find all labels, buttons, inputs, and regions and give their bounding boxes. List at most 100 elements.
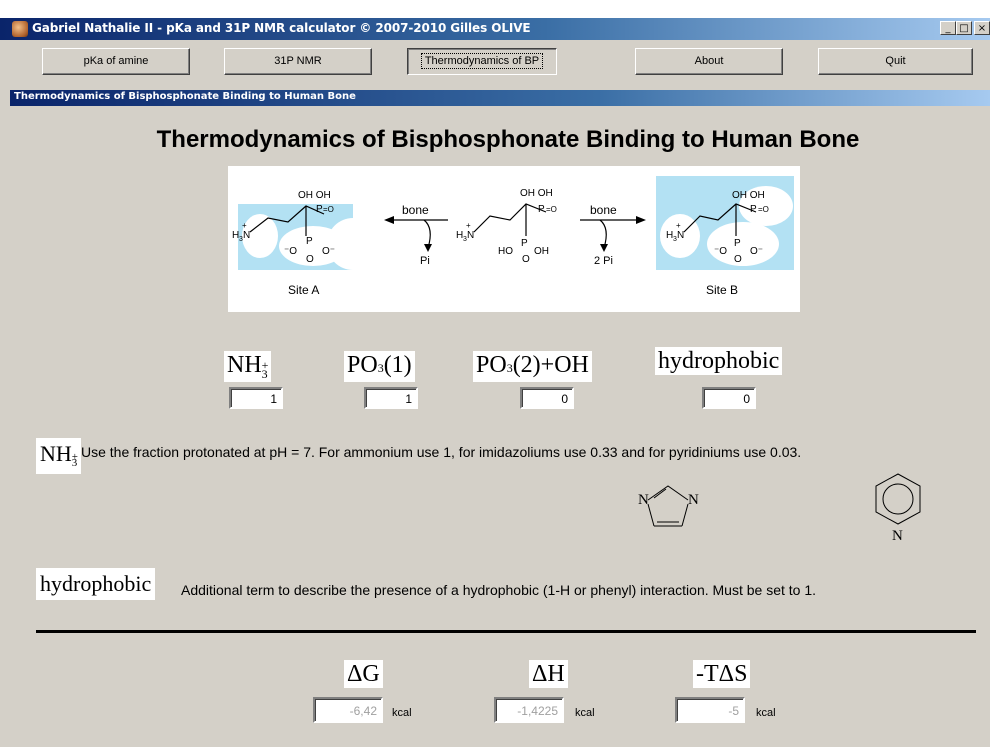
svg-text:=O: =O <box>758 205 769 214</box>
page-title: Thermodynamics of Bisphosphonate Binding… <box>156 126 860 153</box>
about-label: About <box>694 55 724 67</box>
delta-g-label: ΔG <box>344 660 383 688</box>
svg-text:H: H <box>456 230 463 241</box>
divider-line <box>36 630 976 633</box>
delta-h-label: ΔH <box>529 660 568 688</box>
hydrophobic-label: hydrophobic <box>655 347 783 375</box>
about-button[interactable]: About <box>635 48 783 75</box>
nh3-note-box: NH+3 <box>36 438 82 474</box>
svg-text:O: O <box>522 254 530 265</box>
svg-text:3: 3 <box>239 236 243 243</box>
po3-2-label: PO3(2)+OH <box>473 351 592 382</box>
thermodynamics-of-bp-button[interactable]: Thermodynamics of BP <box>407 48 557 75</box>
pi-left-label: Pi <box>420 255 430 267</box>
svg-text:O: O <box>306 254 314 265</box>
bone-right-label: bone <box>590 203 617 217</box>
maximize-button[interactable]: □ <box>956 21 972 35</box>
svg-text:P: P <box>538 204 545 215</box>
po3-2-label-sub: 3 <box>506 361 513 375</box>
site-b-label: Site B <box>706 283 738 297</box>
svg-text:O⁻: O⁻ <box>750 246 763 257</box>
svg-text:⁻O: ⁻O <box>714 246 727 257</box>
nh3-note-charge: + <box>71 451 78 463</box>
tds-label: -TΔS <box>693 660 751 688</box>
svg-text:=O: =O <box>323 205 334 214</box>
svg-text:3: 3 <box>673 236 677 243</box>
po3-1-label-sub: 3 <box>377 361 384 375</box>
pi-right-label: 2 Pi <box>594 255 613 267</box>
po3-1-input[interactable]: 1 <box>364 387 418 409</box>
nav-bar: pKa of amine 31P NMR Thermodynamics of B… <box>0 40 990 88</box>
po3-1-label-suffix: (1) <box>383 352 412 378</box>
po3-2-input[interactable]: 0 <box>520 387 574 409</box>
svg-text:OH OH: OH OH <box>298 190 331 201</box>
title-bar-area: Gabriel Nathalie II - pKa and 31P NMR ca… <box>0 0 990 40</box>
site-a-label: Site A <box>288 283 319 297</box>
imidazole-n1-label: N <box>638 492 649 508</box>
bone-left-label: bone <box>402 203 429 217</box>
svg-text:3: 3 <box>463 236 467 243</box>
nh3-label-text: NH <box>227 352 262 378</box>
svg-text:+: + <box>676 221 681 230</box>
tds-output[interactable]: -5 <box>675 697 745 723</box>
panel-header-text: Thermodynamics of Bisphosphonate Binding… <box>14 91 356 102</box>
svg-text:P: P <box>316 204 323 215</box>
delta-g-unit: kcal <box>392 707 412 719</box>
delta-h-output[interactable]: -1,4225 <box>494 697 564 723</box>
svg-text:P: P <box>750 204 757 215</box>
svg-text:P: P <box>521 238 528 249</box>
pka-of-amine-label: pKa of amine <box>83 55 149 67</box>
panel-header: Thermodynamics of Bisphosphonate Binding… <box>10 90 990 106</box>
po3-1-label-text: PO <box>347 352 378 378</box>
hydrophobic-input[interactable]: 0 <box>702 387 756 409</box>
31p-nmr-button[interactable]: 31P NMR <box>224 48 372 75</box>
nh3-label-charge: + <box>261 358 269 372</box>
31p-nmr-label: 31P NMR <box>274 55 322 67</box>
svg-text:O⁻: O⁻ <box>322 246 335 257</box>
svg-text:N: N <box>243 230 250 241</box>
quit-label: Quit <box>885 55 906 67</box>
svg-text:P: P <box>734 238 741 249</box>
thermodynamics-of-bp-label: Thermodynamics of BP <box>420 53 544 69</box>
nh3-label: NH+3 <box>224 351 271 382</box>
delta-g-output[interactable]: -6,42 <box>313 697 383 723</box>
pyridine-structure: N <box>875 473 921 544</box>
nh3-note-sub: 3 <box>71 457 78 469</box>
po3-2-label-text: PO <box>476 352 507 378</box>
imidazole-n2-label: N <box>688 492 699 508</box>
svg-text:OH: OH <box>534 246 549 257</box>
tds-unit: kcal <box>756 707 776 719</box>
svg-text:P: P <box>306 236 313 247</box>
window-title: Gabriel Nathalie II - pKa and 31P NMR ca… <box>32 21 531 35</box>
po3-1-label: PO3(1) <box>344 351 415 382</box>
svg-text:=O: =O <box>546 205 557 214</box>
pka-of-amine-button[interactable]: pKa of amine <box>42 48 190 75</box>
svg-text:HO: HO <box>498 246 513 257</box>
svg-text:⁻O: ⁻O <box>284 246 297 257</box>
quit-button[interactable]: Quit <box>818 48 973 75</box>
nh3-note-text: NH <box>40 441 72 466</box>
delta-h-unit: kcal <box>575 707 595 719</box>
svg-text:+: + <box>466 221 471 230</box>
svg-text:O: O <box>734 254 742 265</box>
svg-text:+: + <box>242 221 247 230</box>
po3-2-label-suffix: (2)+OH <box>512 352 589 378</box>
close-button[interactable]: × <box>974 21 990 35</box>
svg-text:OH OH: OH OH <box>520 188 553 199</box>
svg-text:H: H <box>666 230 673 241</box>
imidazole-structure: N N <box>638 485 699 527</box>
nh3-description: Use the fraction protonated at pH = 7. F… <box>81 444 802 460</box>
pyridine-n-label: N <box>892 528 903 544</box>
minimize-button[interactable]: _ <box>940 21 956 35</box>
svg-text:OH OH: OH OH <box>732 190 765 201</box>
svg-text:H: H <box>232 230 239 241</box>
nh3-input[interactable]: 1 <box>229 387 283 409</box>
svg-text:N: N <box>677 230 684 241</box>
nh3-label-sub: 3 <box>261 367 268 381</box>
title-bar[interactable] <box>0 18 990 40</box>
app-icon[interactable] <box>12 21 28 37</box>
hydrophobic-description: Additional term to describe the presence… <box>181 582 817 598</box>
svg-text:N: N <box>467 230 474 241</box>
